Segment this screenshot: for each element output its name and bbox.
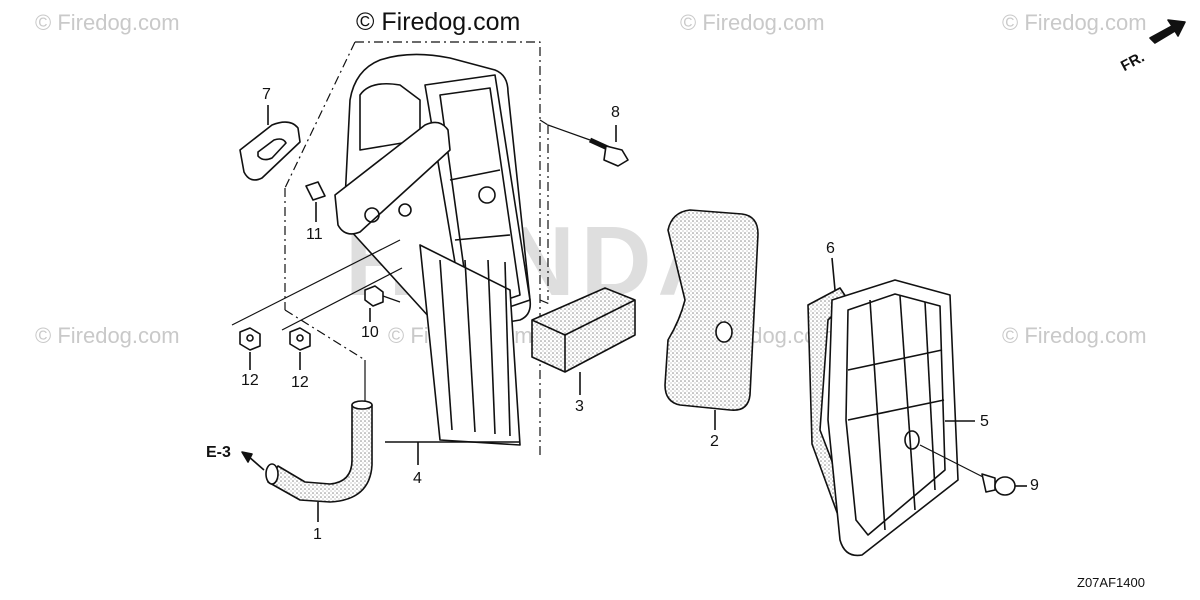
callout-9: 9 — [1030, 477, 1039, 494]
watermark-mid-right: © Firedog.com — [1002, 323, 1147, 348]
part-4-case — [334, 53, 532, 446]
callout-8: 8 — [611, 104, 620, 121]
part-12-nut-b — [289, 327, 311, 351]
callout-11: 11 — [306, 226, 323, 243]
watermark-top-center: © Firedog.com — [680, 10, 825, 35]
part-1-tube — [265, 400, 373, 503]
callout-5: 5 — [980, 413, 989, 430]
callout-3: 3 — [575, 398, 584, 415]
part-7-gasket — [239, 121, 301, 181]
fr-arrow-icon — [1149, 19, 1186, 44]
watermark-main: © Firedog.com — [356, 8, 521, 36]
part-11-pin — [305, 181, 326, 201]
part-9-screw — [919, 444, 1016, 496]
watermark-mid-left: © Firedog.com — [35, 323, 180, 348]
part-5-cover — [827, 279, 959, 557]
callout-12-b: 12 — [291, 374, 309, 391]
part-12-nut-a — [239, 327, 261, 351]
watermark-top-left: © Firedog.com — [35, 10, 180, 35]
callout-12-a: 12 — [241, 372, 259, 389]
callout-10: 10 — [361, 324, 379, 341]
drawing-code: Z07AF1400 — [1077, 575, 1145, 590]
part-2-filter — [664, 209, 759, 412]
part-10-nut — [364, 285, 384, 307]
part-8-bolt — [588, 137, 629, 167]
part-3-foam — [531, 287, 636, 373]
part-6-gasket — [807, 287, 863, 549]
callout-1: 1 — [313, 526, 322, 543]
reference-label: E-3 — [206, 444, 231, 461]
watermark-top-right: © Firedog.com — [1002, 10, 1147, 35]
callout-6: 6 — [826, 240, 835, 257]
callout-2: 2 — [710, 433, 719, 450]
callout-4: 4 — [413, 470, 422, 487]
callout-7: 7 — [262, 86, 271, 103]
